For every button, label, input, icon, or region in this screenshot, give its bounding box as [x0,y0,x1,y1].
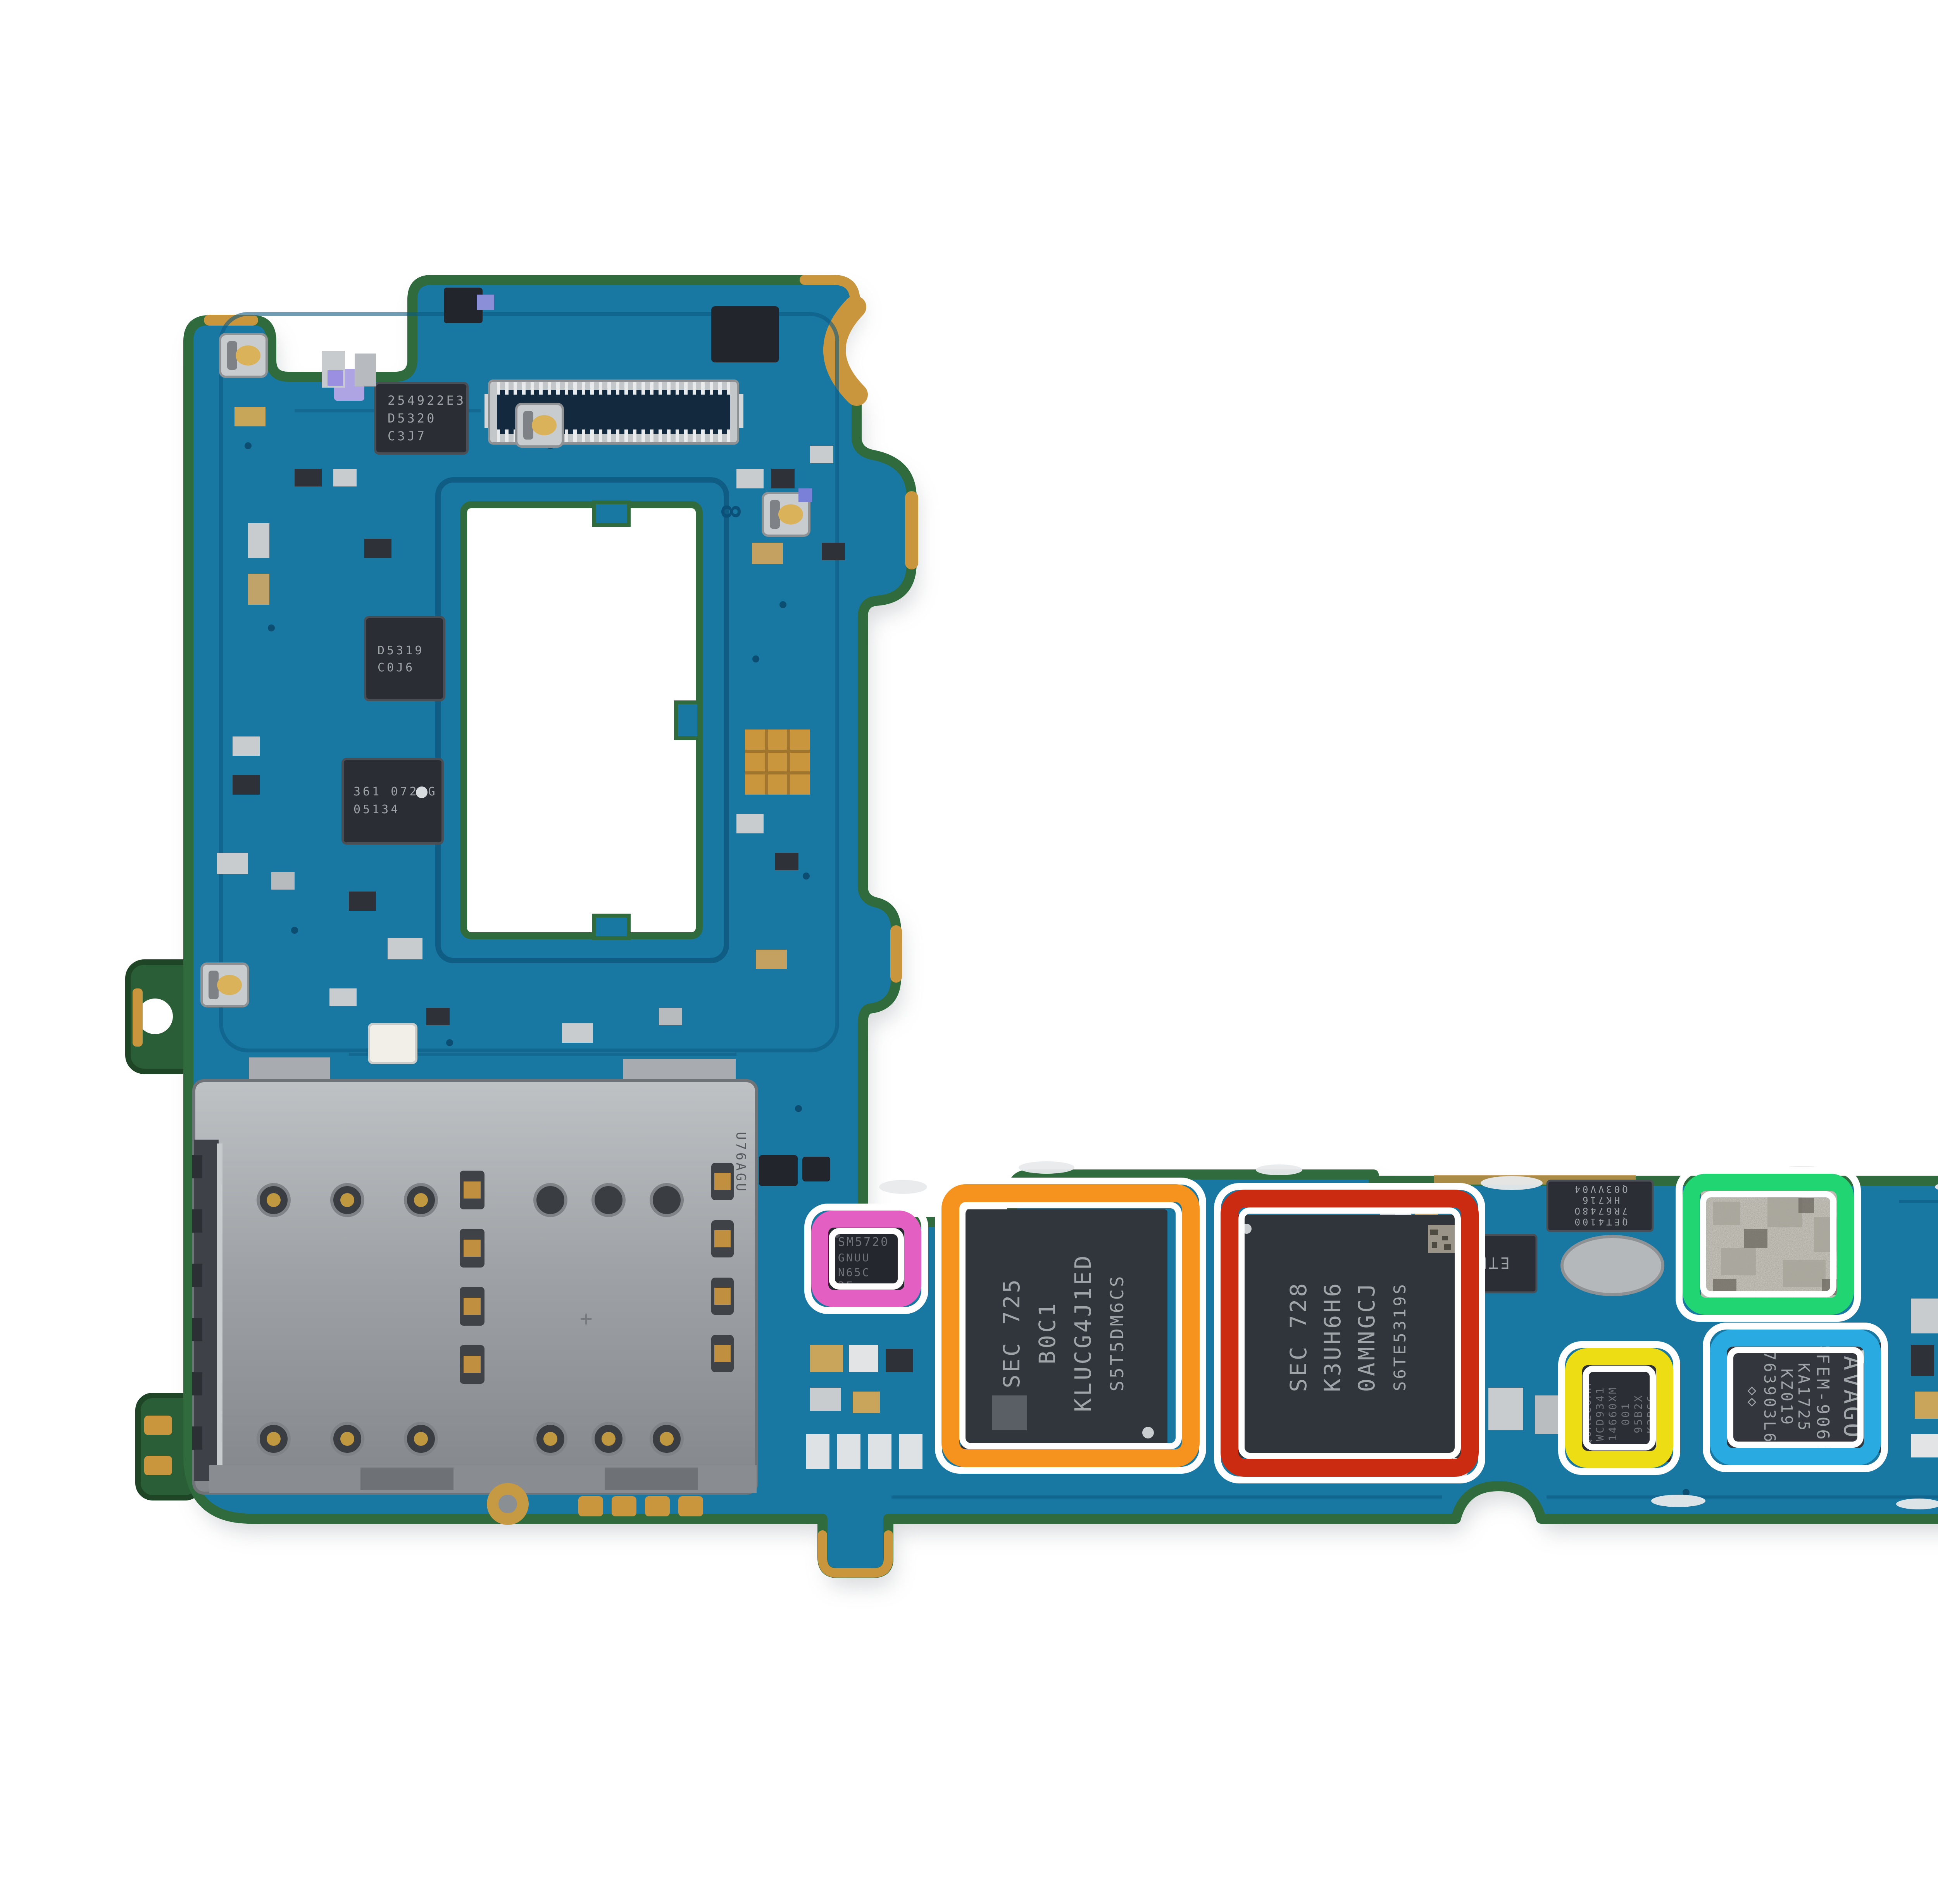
gold-test-pad-square [745,730,810,795]
pmic-line2: GNUU [838,1251,870,1264]
ic-0721g: 361 0721G 05134 [341,758,444,845]
afem-glyphs: ◇◇ [1745,1387,1762,1409]
qet4100-line4: Q03VV04 [1572,1184,1628,1195]
sim-marking: U76AGU [733,1132,748,1193]
pmic-line3: N65C [838,1266,870,1279]
sim-card-reader: + U76AGU [192,1057,758,1495]
afem-line4: KZ019 [1778,1369,1795,1427]
ufs-storage-chip: SEC 725 B0C1 KLUCG4J1ED S5T5DM6CS [961,1209,1167,1456]
ic-254922e3-line2: D5320 [388,411,436,426]
ic-254922e3-line3: C3J7 [388,429,427,443]
misc-qfn-chips [444,288,830,1186]
board-side-arms [125,959,204,1500]
ic-254922e3-line1: 254922E3 [388,393,466,408]
ic-d5319: D5319 C0J6 [364,616,445,701]
ic-d5319-line2: C0J6 [378,661,415,674]
codec-line5: 95B2X [1633,1394,1645,1433]
white-component [368,1023,417,1064]
ic-d5319-line1: D5319 [378,644,424,657]
ufs-line1: SEC 725 [998,1277,1025,1388]
passives-upper [217,295,845,1043]
ufs-line4: S5T5DM6CS [1107,1274,1128,1391]
qet4100-line2: 7R6748O [1572,1206,1628,1216]
shielded-module [1701,1188,1848,1303]
codec-line2: WCD9341 [1594,1386,1606,1441]
annotation-callouts [804,1167,1888,1483]
red-callout [1214,1183,1485,1483]
afem-line3: KA1725 [1795,1363,1812,1433]
qet4100-line3: HK716 [1580,1195,1620,1206]
metal-can-oval [1560,1235,1664,1296]
ic-0721g-line2: 05134 [353,803,400,816]
dram-line2: K3UH6H6 [1319,1281,1346,1392]
codec-line3: 14660XM [1607,1386,1619,1441]
pink-callout [804,1204,928,1314]
afem-line5: 763903L6 [1760,1351,1778,1445]
dram-line3: 0AMNGCJ [1353,1281,1380,1392]
display-cutout [460,500,703,940]
cyan-callout [1703,1323,1888,1472]
orange-callout [935,1178,1206,1474]
ufs-line2: B0C1 [1034,1301,1060,1364]
qet4100-line1: QET4100 [1572,1216,1628,1227]
afem-line2: AFEM-9066 [1813,1341,1833,1454]
yellow-callout [1558,1341,1680,1475]
gold-contacts-bottom [487,1483,703,1525]
dram-line4: S6TE5319S [1390,1282,1409,1391]
silkscreen-8: 8 [716,504,745,519]
green-callout [1676,1167,1861,1322]
ufs-line3: KLUCG4J1ED [1070,1253,1096,1412]
dram-line1: SEC 728 [1285,1281,1312,1392]
qet4100-ic: QET4100 7R6748O HK716 Q03VV04 [1546,1180,1654,1232]
pmic-line1: SM5720 [838,1235,889,1249]
codec-line4: 001 [1620,1402,1632,1426]
dram-chip: SEC 728 K3UH6H6 0AMNGCJ S6TE5319S [1236,1215,1462,1458]
sim-plus-mark: + [580,1306,593,1331]
ic-254922e3: 254922E3 D5320 C3J7 [374,382,469,455]
